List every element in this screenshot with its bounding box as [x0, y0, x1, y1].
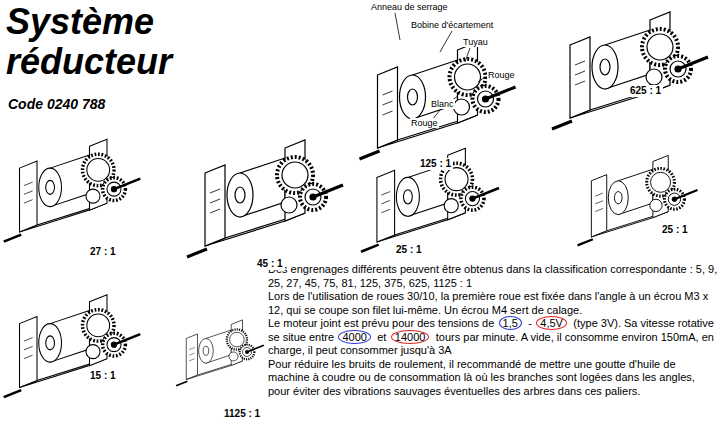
callout-label: Rouge — [487, 70, 516, 80]
callout-label: Rouge — [410, 118, 439, 128]
ratio-label: 25 : 1 — [660, 224, 690, 236]
page-title: Système réducteur — [6, 2, 206, 82]
text-block: Des engrenages différents peuvent être o… — [268, 263, 718, 398]
paragraph-text: Pour réduire les bruits de roulement, il… — [268, 358, 695, 397]
circled-value: 14000 — [391, 330, 430, 344]
circled-value: 4000 — [338, 330, 370, 344]
paragraph: Lors de l'utilisation de roues 30/10, la… — [268, 290, 718, 317]
paragraph-text: Le moteur joint est prévu pour des tensi… — [268, 317, 494, 329]
circled-value: 1,5 — [499, 316, 522, 330]
paragraph-text: Lors de l'utilisation de roues 30/10, la… — [268, 290, 708, 316]
ratio-label: 25 : 1 — [394, 244, 424, 256]
part-code: Code 0240 788 — [8, 96, 105, 112]
ratio-label: 1125 : 1 — [222, 408, 262, 420]
ratio-label: 45 : 1 — [255, 258, 285, 270]
callout-label: Blanc — [430, 99, 455, 109]
paragraph-text: - — [528, 317, 532, 329]
callout-label: Anneau de serrage — [370, 2, 449, 12]
ratio-label: 27 : 1 — [88, 246, 118, 258]
ratio-label: 125 : 1 — [418, 158, 453, 170]
paragraph-text: et — [377, 331, 386, 343]
paragraph: Pour réduire les bruits de roulement, il… — [268, 358, 718, 399]
ratio-label: 15 : 1 — [88, 370, 118, 382]
callout-label: Tuyau — [462, 37, 489, 47]
callout-label: Bobine d'écartement — [410, 20, 494, 30]
circled-value: 4,5V — [536, 316, 567, 330]
paragraph-text: tours par minute. A vide, il consomme en… — [268, 331, 714, 357]
paragraph: Le moteur joint est prévu pour des tensi… — [268, 317, 718, 358]
paragraph-text: Des engrenages différents peuvent être o… — [268, 263, 717, 289]
paragraph: Des engrenages différents peuvent être o… — [268, 263, 718, 290]
ratio-label: 625 : 1 — [628, 85, 663, 97]
